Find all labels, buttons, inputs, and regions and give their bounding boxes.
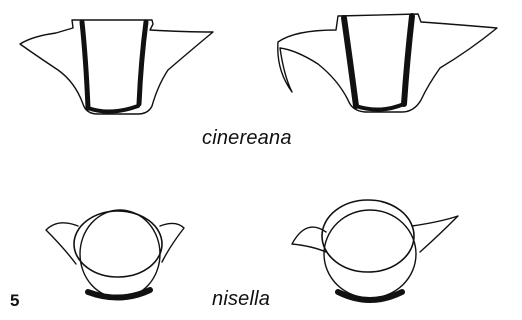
nisella-left-ring-a <box>74 211 162 277</box>
cinereana-drawing-left <box>20 20 213 114</box>
nisella-right-ring-a <box>322 200 414 272</box>
species-label-nisella: nisella <box>212 288 270 311</box>
cinereana-left-bar-b <box>139 22 146 104</box>
cinereana-left-bar-a <box>82 22 88 108</box>
figure-number: 5 <box>10 291 19 311</box>
cinereana-drawing-right <box>278 14 497 112</box>
nisella-right-base <box>338 292 402 300</box>
nisella-left-ring-b <box>80 210 160 298</box>
nisella-drawing-left <box>46 210 184 298</box>
cinereana-left-outline <box>20 20 213 114</box>
nisella-left-wings <box>46 223 184 264</box>
species-label-cinereana: cinereana <box>202 127 292 150</box>
cinereana-right-bar-a <box>344 18 356 106</box>
cinereana-right-base <box>356 104 404 110</box>
cinereana-right-outline <box>278 14 497 112</box>
nisella-right-ring-b <box>324 210 416 298</box>
nisella-right-wings <box>292 216 458 252</box>
cinereana-left-base <box>88 106 138 112</box>
nisella-drawing-right <box>292 200 458 300</box>
cinereana-right-bar-b <box>404 16 412 104</box>
